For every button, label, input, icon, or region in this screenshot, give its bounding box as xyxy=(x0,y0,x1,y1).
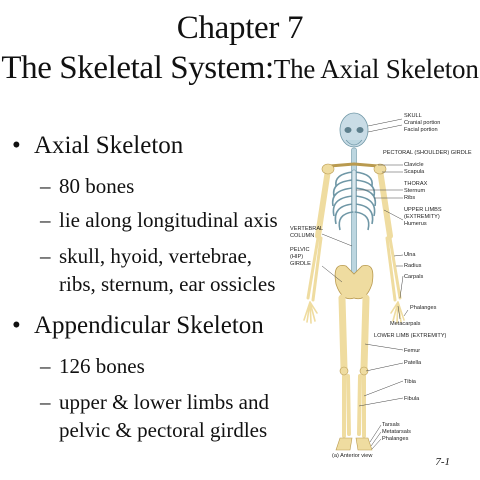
dash-glyph: – xyxy=(40,244,51,268)
label-column: COLUMN xyxy=(290,233,314,239)
slide-title: The Skeletal System:The Axial Skeleton xyxy=(0,50,480,92)
sternum-shape xyxy=(351,169,357,213)
lower-limbs xyxy=(338,294,370,438)
mandible xyxy=(345,139,363,146)
sub-bullet-text: lie along longitudinal axis xyxy=(59,208,278,232)
dash-glyph: – xyxy=(40,174,51,198)
sub-bullet-text: ribs, sternum, ear ossicles xyxy=(59,272,276,296)
sub-bullet-text: 80 bones xyxy=(59,174,135,198)
label-hip: (HIP) xyxy=(290,254,303,260)
dash-glyph: – xyxy=(40,390,51,414)
left-orbit xyxy=(344,127,352,133)
figure-caption: (a) Anterior view xyxy=(332,453,373,459)
bullet-appendicular-skeleton: • Appendicular Skeleton xyxy=(12,312,264,340)
label-pelvic: PELVIC xyxy=(290,247,309,253)
left-patella xyxy=(339,366,349,376)
label-thorax: THORAX xyxy=(404,181,428,187)
ribcage xyxy=(331,171,377,231)
label-fibula: Fibula xyxy=(404,396,420,402)
sub-bullet-text: upper & lower limbs and xyxy=(59,390,269,414)
sub-bullet-text: skull, hyoid, vertebrae, xyxy=(59,244,253,268)
label-humerus: Humerus xyxy=(404,221,427,227)
right-orbit xyxy=(356,127,364,133)
label-metatarsals: Metatarsals xyxy=(382,429,411,435)
label-lower-limb: LOWER LIMB (EXTREMITY) xyxy=(374,333,447,339)
label-ribs: Ribs xyxy=(404,195,415,201)
label-metacarpals: Metacarpals xyxy=(390,321,421,327)
dash-glyph: – xyxy=(40,354,51,378)
title-main: The Skeletal System: xyxy=(1,50,274,86)
clavicles xyxy=(328,162,380,168)
right-shoulder xyxy=(373,163,387,175)
sub-bullet-continuation: ribs, sternum, ear ossicles xyxy=(59,272,275,297)
label-tarsals: Tarsals xyxy=(382,422,400,428)
skeleton-figure: SKULL Cranial portion Facial portion PEC… xyxy=(286,106,480,462)
chapter-title: Chapter 7 xyxy=(176,10,304,46)
label-patella: Patella xyxy=(404,360,422,366)
sub-bullet-text: 126 bones xyxy=(59,354,145,378)
bullet-glyph: • xyxy=(12,312,21,339)
right-foot xyxy=(355,437,373,451)
label-ulna: Ulna xyxy=(404,252,416,258)
label-pectoral-girdle: PECTORAL (SHOULDER) GIRDLE xyxy=(383,150,472,156)
label-skull: SKULL xyxy=(404,113,422,119)
sub-bullet: –upper & lower limbs and xyxy=(40,390,269,415)
bullet-label: Axial Skeleton xyxy=(34,132,184,159)
label-sternum: Sternum xyxy=(404,188,425,194)
right-patella xyxy=(359,366,369,376)
label-girdle: GIRDLE xyxy=(290,261,311,267)
label-carpals: Carpals xyxy=(404,274,423,280)
leader-lines xyxy=(321,118,409,450)
label-tibia: Tibia xyxy=(404,379,417,385)
label-cranial-portion: Cranial portion xyxy=(404,120,440,126)
skeleton-body xyxy=(303,112,405,451)
sub-bullet: –lie along longitudinal axis xyxy=(40,208,278,233)
label-radius: Radius xyxy=(404,263,422,269)
label-facial-portion: Facial portion xyxy=(404,127,438,133)
title-subtitle: The Axial Skeleton xyxy=(273,54,479,84)
left-shoulder xyxy=(321,163,335,175)
label-scapula: Scapula xyxy=(404,169,425,175)
page-number: 7-1 xyxy=(435,456,450,468)
label-femur: Femur xyxy=(404,348,420,354)
bullet-label: Appendicular Skeleton xyxy=(34,312,264,339)
label-clavicle: Clavicle xyxy=(404,162,424,168)
skeleton-illustration: SKULL Cranial portion Facial portion PEC… xyxy=(290,112,472,459)
label-upper-limbs: UPPER LIMBS xyxy=(404,207,442,213)
hands xyxy=(303,301,405,324)
bullet-axial-skeleton: • Axial Skeleton xyxy=(12,132,183,160)
sub-bullet-text: pelvic & pectoral girdles xyxy=(59,418,268,442)
label-upper-limbs-extremity: (EXTREMITY) xyxy=(404,214,440,220)
label-phalanges-lower: Phalanges xyxy=(382,436,409,442)
dash-glyph: – xyxy=(40,208,51,232)
sub-bullet: –80 bones xyxy=(40,174,134,199)
left-foot xyxy=(335,437,353,451)
pelvis-shape xyxy=(334,265,374,300)
sub-bullet: –skull, hyoid, vertebrae, xyxy=(40,244,252,269)
figure-labels: SKULL Cranial portion Facial portion PEC… xyxy=(290,113,472,459)
skull-shape xyxy=(339,112,369,148)
upper-limbs xyxy=(306,167,402,302)
bullet-glyph: • xyxy=(12,132,21,159)
sub-bullet: –126 bones xyxy=(40,354,145,379)
label-phalanges-upper: Phalanges xyxy=(410,305,437,311)
sub-bullet-continuation: pelvic & pectoral girdles xyxy=(59,418,267,443)
label-vertebral: VERTEBRAL xyxy=(290,226,323,232)
